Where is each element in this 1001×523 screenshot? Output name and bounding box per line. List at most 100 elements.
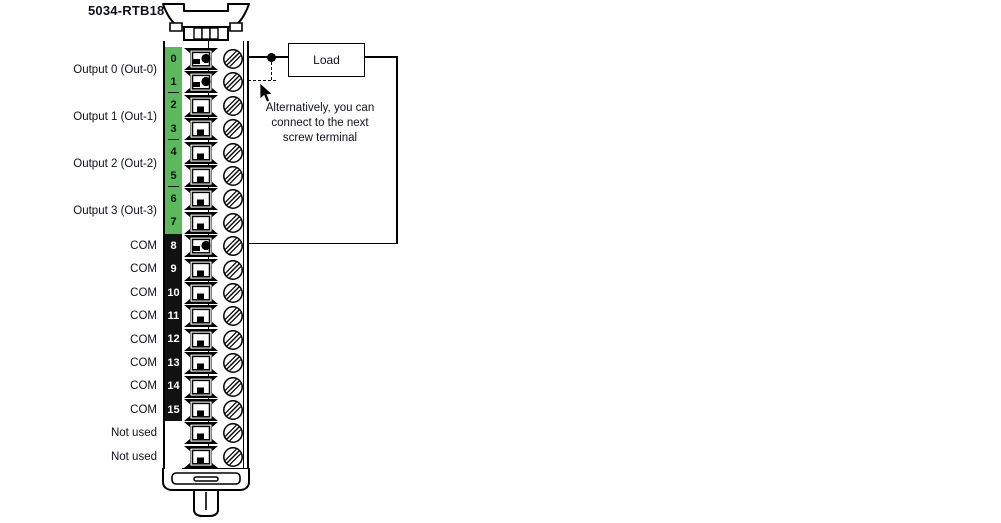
terminal-row[interactable]: 2: [163, 93, 249, 118]
pin-label-column: Output 0 (Out-0) Output 1 (Out-1) Output 2…: [0, 0, 157, 519]
spring-clamp-icon[interactable]: [184, 445, 218, 468]
pin-label: COM: [130, 356, 157, 369]
screw-terminal-icon[interactable]: [221, 282, 245, 304]
page-title: 5034-RTB18: [88, 3, 165, 18]
pin-label: Output 3 (Out-3): [73, 204, 157, 217]
terminal-row[interactable]: 8: [163, 234, 249, 259]
screw-terminal-icon[interactable]: [221, 118, 245, 140]
terminal-row[interactable]: 4: [163, 140, 249, 165]
screw-terminal-icon[interactable]: [221, 71, 245, 93]
terminal-row[interactable]: 11: [163, 304, 249, 329]
spring-clamp-icon[interactable]: [184, 399, 218, 421]
pin-label: COM: [130, 310, 157, 323]
terminal-row[interactable]: 13: [163, 351, 249, 376]
spring-clamp-icon[interactable]: [184, 375, 218, 398]
screw-terminal-icon[interactable]: [221, 422, 245, 444]
spring-clamp-icon[interactable]: [184, 235, 218, 258]
terminal-number-3: 3: [165, 117, 182, 142]
pin-label: Not used: [110, 427, 157, 440]
terminal-pair-separator: [168, 185, 179, 187]
terminal-row[interactable]: 12: [163, 327, 249, 352]
terminal-row[interactable]: 3: [163, 117, 249, 142]
screw-terminal-icon[interactable]: [221, 212, 245, 234]
screw-terminal-icon[interactable]: [221, 305, 245, 327]
terminal-row[interactable]: 14: [163, 374, 249, 399]
terminal-number-5: 5: [165, 164, 182, 188]
terminal-row[interactable]: 0: [163, 47, 249, 71]
terminal-number-0: 0: [165, 47, 182, 71]
spring-clamp-icon[interactable]: [184, 328, 218, 351]
terminal-row[interactable]: 1: [163, 70, 249, 95]
pin-label: Output 1 (Out-1): [73, 111, 157, 124]
spring-clamp-icon[interactable]: [184, 258, 218, 281]
screw-terminal-icon[interactable]: [221, 352, 245, 374]
screw-terminal-icon[interactable]: [221, 329, 245, 351]
pin-label: COM: [130, 380, 157, 393]
wire-to-terminal8: [249, 242, 398, 245]
terminal-row[interactable]: 9: [163, 257, 249, 282]
pin-label: Output 2 (Out-2): [73, 158, 157, 170]
terminal-row[interactable]: [163, 421, 249, 446]
spring-clamp-icon[interactable]: [184, 165, 218, 187]
spring-clamp-icon[interactable]: [184, 188, 218, 211]
spring-clamp-icon[interactable]: [184, 282, 218, 304]
spring-clamp-icon[interactable]: [184, 118, 218, 141]
spring-clamp-icon[interactable]: [184, 48, 218, 70]
screw-terminal-icon[interactable]: [221, 48, 245, 70]
screw-terminal-icon[interactable]: [221, 142, 245, 164]
terminal-row[interactable]: 10: [163, 281, 249, 305]
terminal-number-unused: [165, 444, 182, 469]
spring-clamp-icon[interactable]: [184, 94, 218, 117]
pin-label: COM: [130, 263, 157, 276]
wire-right-vertical: [396, 56, 398, 245]
alternative-connection-dashed-horizontal: [248, 80, 276, 81]
terminal-block-right-edge: [243, 41, 244, 473]
terminal-number-7: 7: [165, 210, 182, 235]
terminal-row[interactable]: [163, 444, 249, 469]
screw-terminal-icon[interactable]: [221, 446, 245, 468]
terminal-block-top-connector: [160, 1, 252, 43]
terminal-pair-separator: [168, 138, 179, 140]
terminal-number-11: 11: [165, 304, 182, 329]
annotation-text: Alternatively, you can connect to the ne…: [240, 101, 400, 146]
spring-clamp-icon[interactable]: [184, 422, 218, 445]
pin-label: Output 0 (Out-0): [73, 64, 157, 77]
spring-clamp-icon[interactable]: [184, 305, 218, 328]
load-box: Load: [288, 43, 365, 77]
alternative-connection-dashed-vertical: [271, 62, 272, 80]
screw-terminal-icon[interactable]: [221, 259, 245, 281]
load-label: Load: [313, 53, 340, 67]
spring-clamp-icon[interactable]: [184, 352, 218, 375]
terminal-number-4: 4: [165, 140, 182, 165]
screw-terminal-icon[interactable]: [221, 235, 245, 257]
terminal-number-13: 13: [165, 351, 182, 376]
terminal-block-bottom-base: [160, 467, 252, 518]
screw-terminal-icon[interactable]: [221, 95, 245, 117]
spring-clamp-icon[interactable]: [184, 211, 218, 234]
screw-terminal-icon[interactable]: [221, 376, 245, 398]
terminal-pair-separator: [168, 92, 179, 94]
pin-label: COM: [130, 239, 157, 252]
spring-clamp-icon[interactable]: [184, 141, 218, 164]
terminal-row[interactable]: 15: [163, 398, 249, 422]
screw-terminal-icon[interactable]: [221, 165, 245, 187]
annotation-line-3: screw terminal: [282, 132, 358, 144]
spring-clamp-icon[interactable]: [184, 71, 218, 94]
terminal-row[interactable]: 5: [163, 164, 249, 188]
terminal-number-12: 12: [165, 327, 182, 352]
wire-junction-dot: [267, 52, 276, 62]
terminal-number-10: 10: [165, 281, 182, 305]
terminal-row[interactable]: 6: [163, 187, 249, 212]
terminal-number-6: 6: [165, 187, 182, 212]
screw-terminal-icon[interactable]: [221, 399, 245, 421]
terminal-number-1: 1: [165, 70, 182, 95]
pin-label: COM: [130, 286, 157, 299]
pin-label: COM: [130, 333, 157, 346]
terminal-row[interactable]: 7: [163, 210, 249, 235]
terminal-number-unused: [165, 421, 182, 446]
terminal-number-14: 14: [165, 374, 182, 399]
screw-terminal-icon[interactable]: [221, 188, 245, 210]
annotation-line-2: connect to the next: [271, 117, 369, 129]
